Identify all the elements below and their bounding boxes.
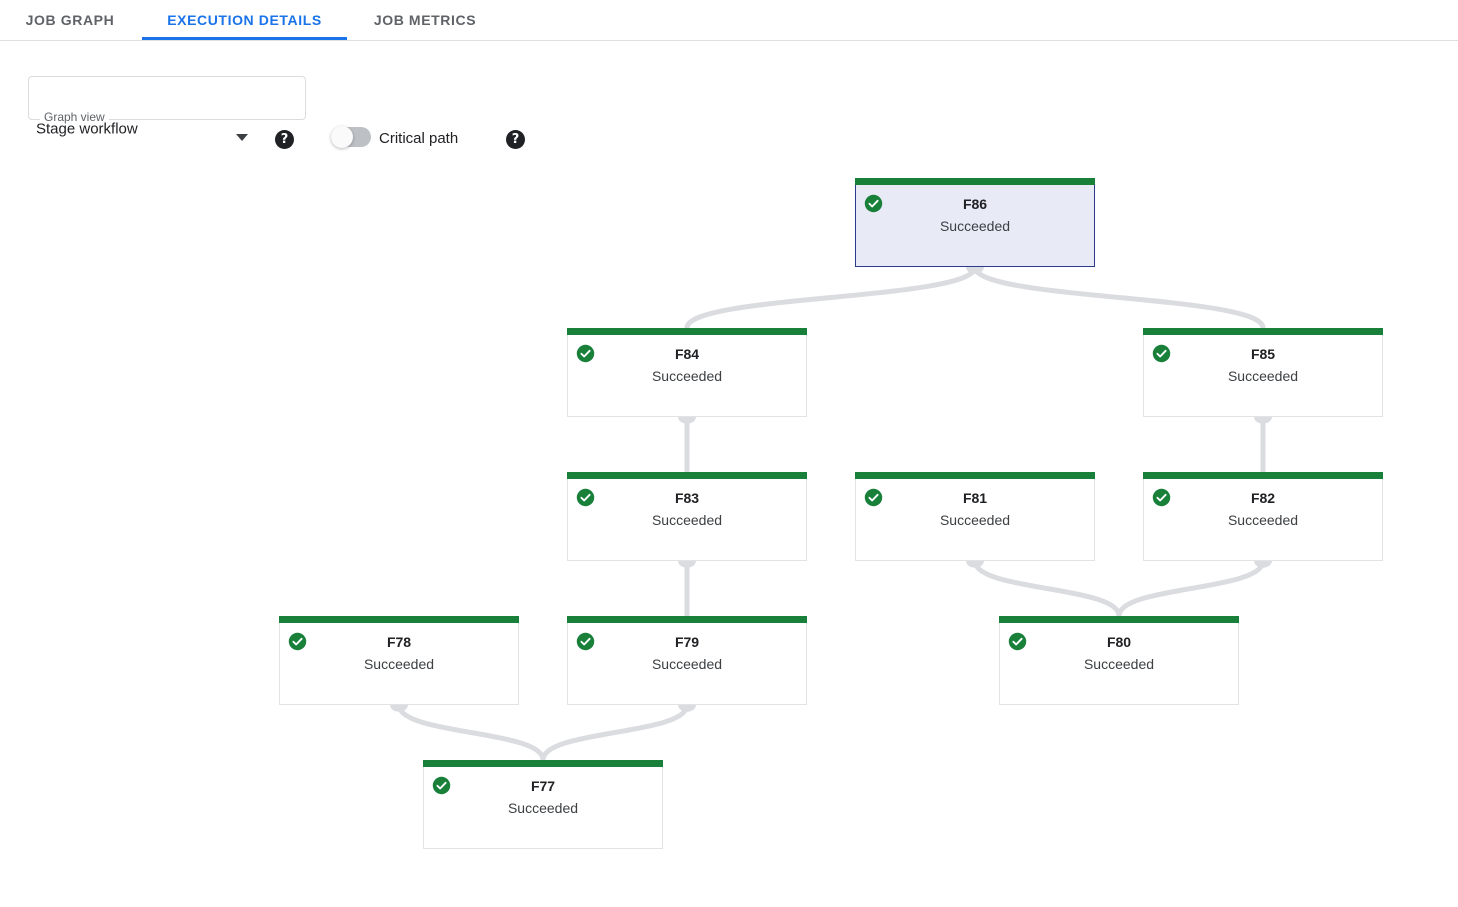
help-icon-critical-path[interactable]: ? [506,130,525,149]
check-circle-icon [288,632,307,651]
node-status-bar [855,472,1095,479]
tab-active-underline [142,37,347,40]
node-status-bar [1143,472,1383,479]
edge-arrowhead [390,705,408,712]
node-name: F83 [674,490,700,506]
check-circle-icon [864,194,883,213]
node-status-bar [1143,328,1383,335]
node-status-bar [567,328,807,335]
critical-path-label: Critical path [379,130,459,147]
node-status-bar [279,616,519,623]
node-status-label: Succeeded [363,656,435,672]
node-status-label: Succeeded [651,368,723,384]
node-status-label: Succeeded [651,656,723,672]
tab-label: JOB METRICS [373,12,477,28]
tab-job-graph[interactable]: JOB GRAPH [0,0,140,40]
critical-path-toggle[interactable] [331,126,371,148]
edge-arrowhead [966,561,984,568]
node-name: F79 [674,634,700,650]
node-status-bar [423,760,663,767]
node-name: F78 [386,634,412,650]
check-circle-icon [1152,344,1171,363]
edge-f77-to-f79 [540,704,690,761]
node-status-label: Succeeded [1083,656,1155,672]
node-status-label: Succeeded [507,800,579,816]
node-status-label: Succeeded [1227,368,1299,384]
check-circle-icon [864,488,883,507]
edge-arrowhead [678,417,696,424]
toggle-knob [331,126,353,148]
check-circle-icon [576,344,595,363]
check-circle-icon [432,776,451,795]
graph-view-label: Graph view [40,110,109,124]
node-status-label: Succeeded [651,512,723,528]
node-name: F84 [674,346,700,362]
edge-arrowhead [1254,561,1272,568]
graph-edges [390,266,1272,761]
edge-f77-to-f78 [396,704,546,761]
tab-job-metrics[interactable]: JOB METRICS [353,0,497,40]
node-name: F82 [1250,490,1276,506]
node-status-bar [999,616,1239,623]
node-status-bar [855,178,1095,185]
tab-label: EXECUTION DETAILS [167,12,322,28]
chevron-down-icon[interactable] [236,134,248,141]
node-name: F86 [962,196,988,212]
check-circle-icon [576,632,595,651]
node-name: F77 [530,778,556,794]
check-circle-icon [1008,632,1027,651]
edge-arrowhead [678,705,696,712]
edge-f84-to-f86 [684,266,978,329]
graph-toolbar: Graph view Stage workflow ? Critical pat… [0,41,1458,149]
node-status-bar [567,616,807,623]
node-status-label: Succeeded [939,218,1011,234]
tab-execution-details[interactable]: EXECUTION DETAILS [142,0,347,40]
edge-arrowhead [1254,417,1272,424]
help-icon-graph-view[interactable]: ? [275,130,294,149]
edge-f80-to-f82 [1116,560,1266,617]
node-status-label: Succeeded [939,512,1011,528]
tab-bar: JOB GRAPH EXECUTION DETAILS JOB METRICS [0,0,1458,41]
edge-arrowhead [966,267,984,274]
node-name: F80 [1106,634,1132,650]
edge-f85-to-f86 [972,266,1266,329]
edge-arrowhead [678,561,696,568]
node-name: F81 [962,490,988,506]
node-status-label: Succeeded [1227,512,1299,528]
node-name: F85 [1250,346,1276,362]
graph-view-value: Stage workflow [36,120,138,138]
node-status-bar [567,472,807,479]
check-circle-icon [1152,488,1171,507]
edge-f80-to-f81 [972,560,1122,617]
tab-label: JOB GRAPH [25,12,115,28]
check-circle-icon [576,488,595,507]
